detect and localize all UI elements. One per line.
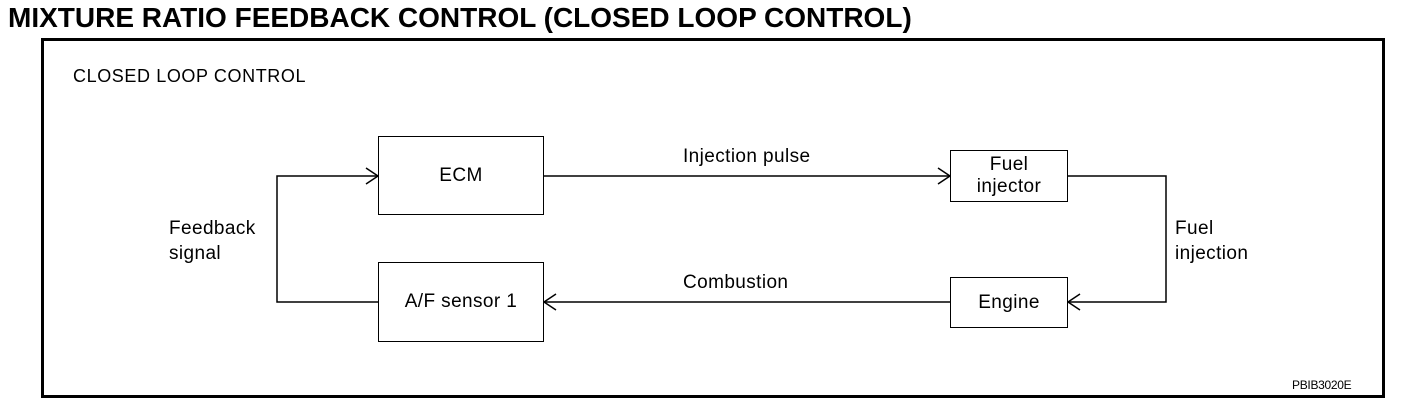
- feedback-signal-label-line2: signal: [169, 243, 222, 264]
- engine-label: Engine: [978, 291, 1040, 313]
- af-sensor-label: A/F sensor 1: [404, 291, 518, 312]
- feedback-signal-line: [276, 175, 378, 303]
- fuel-injection-line: [1068, 175, 1167, 303]
- fuel-injector-label-line1: Fuel: [989, 154, 1029, 175]
- injection-pulse-label: Injection pulse: [683, 146, 811, 167]
- fuel-injection-label: Fuel injection: [1175, 216, 1248, 266]
- fuel-injector-label-line2: injector: [976, 176, 1042, 197]
- feedback-signal-label: Feedback signal: [169, 216, 256, 266]
- ecm-block: ECM: [378, 136, 544, 215]
- af-sensor-block: A/F sensor 1: [378, 262, 544, 342]
- engine-block: Engine: [950, 277, 1068, 328]
- combustion-label: Combustion: [683, 272, 789, 293]
- arrowhead-to-af-sensor: [542, 293, 557, 311]
- fuel-injection-label-line1: Fuel: [1175, 218, 1214, 239]
- fuel-injector-block: Fuel injector: [950, 150, 1068, 202]
- section-label: CLOSED LOOP CONTROL: [73, 66, 307, 86]
- fuel-injection-label-line2: injection: [1175, 243, 1249, 264]
- ecm-label: ECM: [439, 164, 483, 186]
- reference-code: PBIB3020E: [1292, 378, 1352, 392]
- feedback-signal-label-line1: Feedback: [169, 218, 256, 239]
- arrowhead-to-engine: [1066, 293, 1081, 311]
- diagram-frame: [41, 38, 1385, 398]
- page-title: MIXTURE RATIO FEEDBACK CONTROL (CLOSED L…: [8, 2, 912, 33]
